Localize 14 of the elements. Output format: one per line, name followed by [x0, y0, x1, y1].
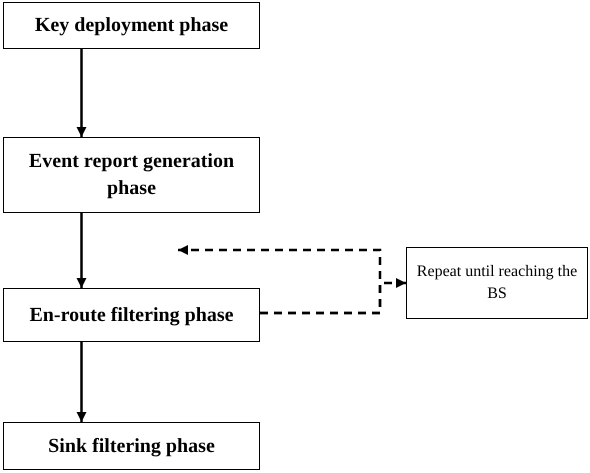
box-label: Key deployment phase: [34, 13, 228, 38]
arrow: [178, 245, 382, 314]
box-label: Sink filtering phase: [48, 434, 215, 458]
note-box: [406, 247, 588, 319]
process-box: [3, 2, 260, 49]
arrow: [76, 342, 86, 422]
box-label: Event report generation phase: [28, 149, 236, 201]
process-box: [3, 422, 260, 470]
arrow: [76, 49, 86, 137]
arrow: [76, 213, 86, 288]
process-box: [3, 288, 260, 342]
box-label: En-route filtering phase: [29, 302, 234, 328]
process-box: [3, 137, 260, 213]
box-label: Repeat until reaching the BS: [416, 262, 578, 304]
